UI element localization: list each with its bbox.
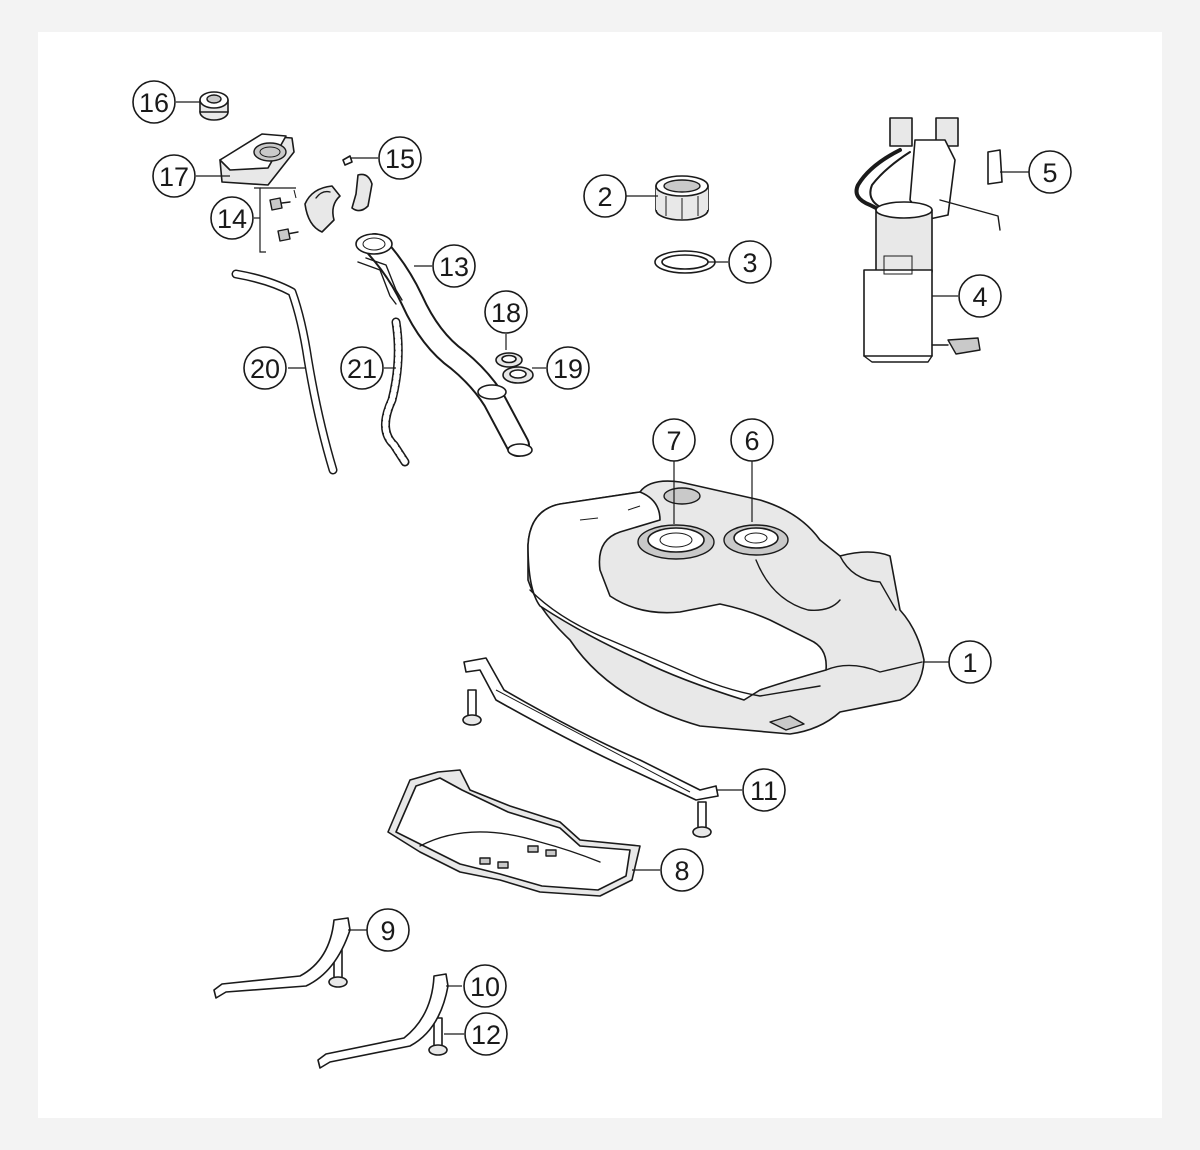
callout-circle: [484, 290, 528, 334]
part-21-corrugated-hose: [381, 317, 410, 467]
callout-circle: [378, 136, 422, 180]
callout-number: 13: [439, 252, 469, 282]
callout-circle: [728, 240, 772, 284]
callout-number: 18: [491, 298, 521, 328]
callout-number: 10: [470, 972, 500, 1002]
callout-6: 6: [730, 418, 774, 462]
callout-number: 17: [159, 162, 189, 192]
callout-circle: [243, 346, 287, 390]
callout-19: 19: [546, 346, 590, 390]
callout-circle: [464, 1012, 508, 1056]
callout-4: 4: [958, 274, 1002, 318]
callout-circle: [463, 964, 507, 1008]
bolt-strap-left: [462, 689, 482, 726]
callout-number: 19: [553, 354, 583, 384]
callout-number: 1: [962, 648, 977, 678]
callout-circle: [652, 418, 696, 462]
callout-number: 15: [385, 144, 415, 174]
callout-number: 20: [250, 354, 280, 384]
part-10-strap: [317, 973, 449, 1069]
callout-circle: [948, 640, 992, 684]
callout-15: 15: [378, 136, 422, 180]
callout-number: 6: [744, 426, 759, 456]
callout-number: 21: [347, 354, 377, 384]
part-4-5-fuel-pump-module: [854, 117, 1003, 363]
callout-5: 5: [1028, 150, 1072, 194]
callout-number: 16: [139, 88, 169, 118]
callout-number: 5: [1042, 158, 1057, 188]
callout-7: 7: [652, 418, 696, 462]
callout-circle: [1028, 150, 1072, 194]
callout-number: 8: [674, 856, 689, 886]
callout-11: 11: [742, 768, 786, 812]
callout-1: 1: [948, 640, 992, 684]
callout-21: 21: [340, 346, 384, 390]
part-18-19-seals: [495, 352, 534, 384]
callout-number: 3: [742, 248, 757, 278]
callout-20: 20: [243, 346, 287, 390]
callout-circle: [132, 80, 176, 124]
callout-8: 8: [660, 848, 704, 892]
callout-circle: [730, 418, 774, 462]
leader-lines: [176, 101, 1030, 1035]
part-9-strap: [213, 917, 351, 999]
callout-number: 2: [597, 182, 612, 212]
callout-circle: [432, 244, 476, 288]
callout-circle: [583, 174, 627, 218]
callout-number: 12: [471, 1020, 501, 1050]
callout-16: 16: [132, 80, 176, 124]
callout-circle: [152, 154, 196, 198]
part-20-vent-hose: [231, 269, 338, 475]
callout-circle: [546, 346, 590, 390]
part-16-plug: [199, 91, 229, 121]
part-13-filler-neck: [355, 233, 533, 457]
part-1-fuel-tank: [527, 480, 925, 735]
callout-13: 13: [432, 244, 476, 288]
callout-circle: [340, 346, 384, 390]
callout-3: 3: [728, 240, 772, 284]
part-3-seal: [654, 250, 716, 274]
part-11-strap: [463, 657, 719, 801]
callout-circle: [742, 768, 786, 812]
callout-17: 17: [152, 154, 196, 198]
callout-number: 7: [666, 426, 681, 456]
part-2-lock-ring: [655, 175, 709, 221]
part-14-15-brackets: [269, 155, 373, 242]
callout-number: 11: [750, 776, 778, 806]
callout-number: 4: [972, 282, 987, 312]
callout-2: 2: [583, 174, 627, 218]
bolt-strap-right: [692, 801, 712, 838]
callout-circle: [366, 908, 410, 952]
callout-10: 10: [463, 964, 507, 1008]
callout-circle: [660, 848, 704, 892]
callout-9: 9: [366, 908, 410, 952]
part-8-heat-shield: [387, 769, 641, 897]
callout-14: 14: [210, 196, 254, 240]
callout-number: 9: [380, 916, 395, 946]
part-17-housing: [219, 133, 295, 186]
callout-18: 18: [484, 290, 528, 334]
callout-circle: [210, 196, 254, 240]
callout-circle: [958, 274, 1002, 318]
callout-12: 12: [464, 1012, 508, 1056]
callout-number: 14: [217, 204, 247, 234]
